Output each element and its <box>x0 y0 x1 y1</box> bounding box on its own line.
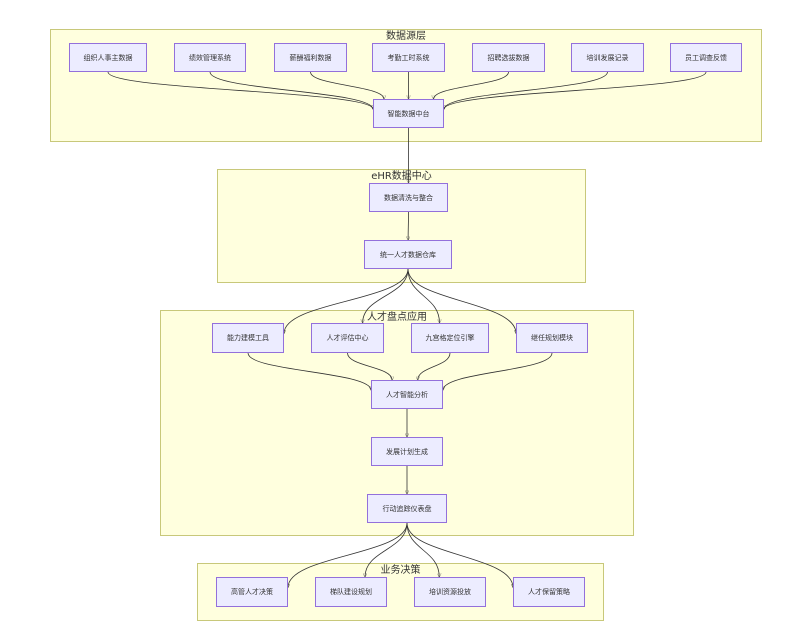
node-label: 人才智能分析 <box>386 390 428 399</box>
node-label: 人才评估中心 <box>326 334 369 342</box>
node-label: 行动追踪仪表盘 <box>382 504 432 513</box>
node-development-plan[interactable]: 发展计划生成 <box>371 437 443 466</box>
node-label: 高管人才决策 <box>231 588 273 596</box>
node-label: 培训发展记录 <box>586 53 629 62</box>
cluster-title: 业务决策 <box>380 565 421 576</box>
node-label: 统一人才数据仓库 <box>380 250 436 259</box>
node-ability-modeling[interactable]: 能力建模工具 <box>212 323 284 353</box>
node-echelon-planning[interactable]: 梯队建设规划 <box>315 577 387 607</box>
node-training-investment[interactable]: 培训资源投放 <box>414 577 486 607</box>
node-org-hr-master-data[interactable]: 组织人事主数据 <box>69 43 147 72</box>
node-talent-assessment[interactable]: 人才评估中心 <box>311 323 384 353</box>
node-label: 智能数据中台 <box>387 109 430 118</box>
node-label: 培训资源投放 <box>429 588 471 596</box>
node-action-dashboard[interactable]: 行动追踪仪表盘 <box>367 494 447 523</box>
node-label: 数据清洗与整合 <box>384 193 433 202</box>
node-label: 考勤工时系统 <box>387 53 430 62</box>
node-data-mid-platform[interactable]: 智能数据中台 <box>373 99 444 128</box>
node-label: 九宫格定位引擎 <box>425 334 475 342</box>
node-label: 能力建模工具 <box>227 334 269 342</box>
node-succession-module[interactable]: 继任规划模块 <box>516 323 588 353</box>
node-retention-strategy[interactable]: 人才保留策略 <box>513 577 585 607</box>
node-talent-warehouse[interactable]: 统一人才数据仓库 <box>364 240 452 269</box>
node-recruitment-data[interactable]: 招聘选拔数据 <box>472 43 545 72</box>
node-label: 绩效管理系统 <box>189 53 231 62</box>
node-talent-analysis[interactable]: 人才智能分析 <box>371 380 443 409</box>
node-label: 梯队建设规划 <box>330 588 372 596</box>
node-data-cleaning[interactable]: 数据清洗与整合 <box>369 183 448 212</box>
node-label: 发展计划生成 <box>386 447 428 456</box>
node-label: 薪酬福利数据 <box>289 53 332 62</box>
cluster-title: 数据源层 <box>386 31 426 42</box>
node-performance-system[interactable]: 绩效管理系统 <box>174 43 246 72</box>
node-label: 招聘选拔数据 <box>487 53 530 62</box>
node-label: 人才保留策略 <box>528 588 570 596</box>
node-label: 员工调查反馈 <box>685 53 727 62</box>
node-nine-box-engine[interactable]: 九宫格定位引擎 <box>411 323 489 353</box>
node-training-records[interactable]: 培训发展记录 <box>571 43 644 72</box>
node-attendance-system[interactable]: 考勤工时系统 <box>372 43 445 72</box>
node-salary-data[interactable]: 薪酬福利数据 <box>274 43 347 72</box>
node-employee-survey[interactable]: 员工调查反馈 <box>670 43 742 72</box>
node-executive-decision[interactable]: 高管人才决策 <box>216 577 288 607</box>
cluster-title: eHR数据中心 <box>371 171 432 182</box>
node-label: 组织人事主数据 <box>83 53 133 62</box>
node-label: 继任规划模块 <box>531 334 573 342</box>
